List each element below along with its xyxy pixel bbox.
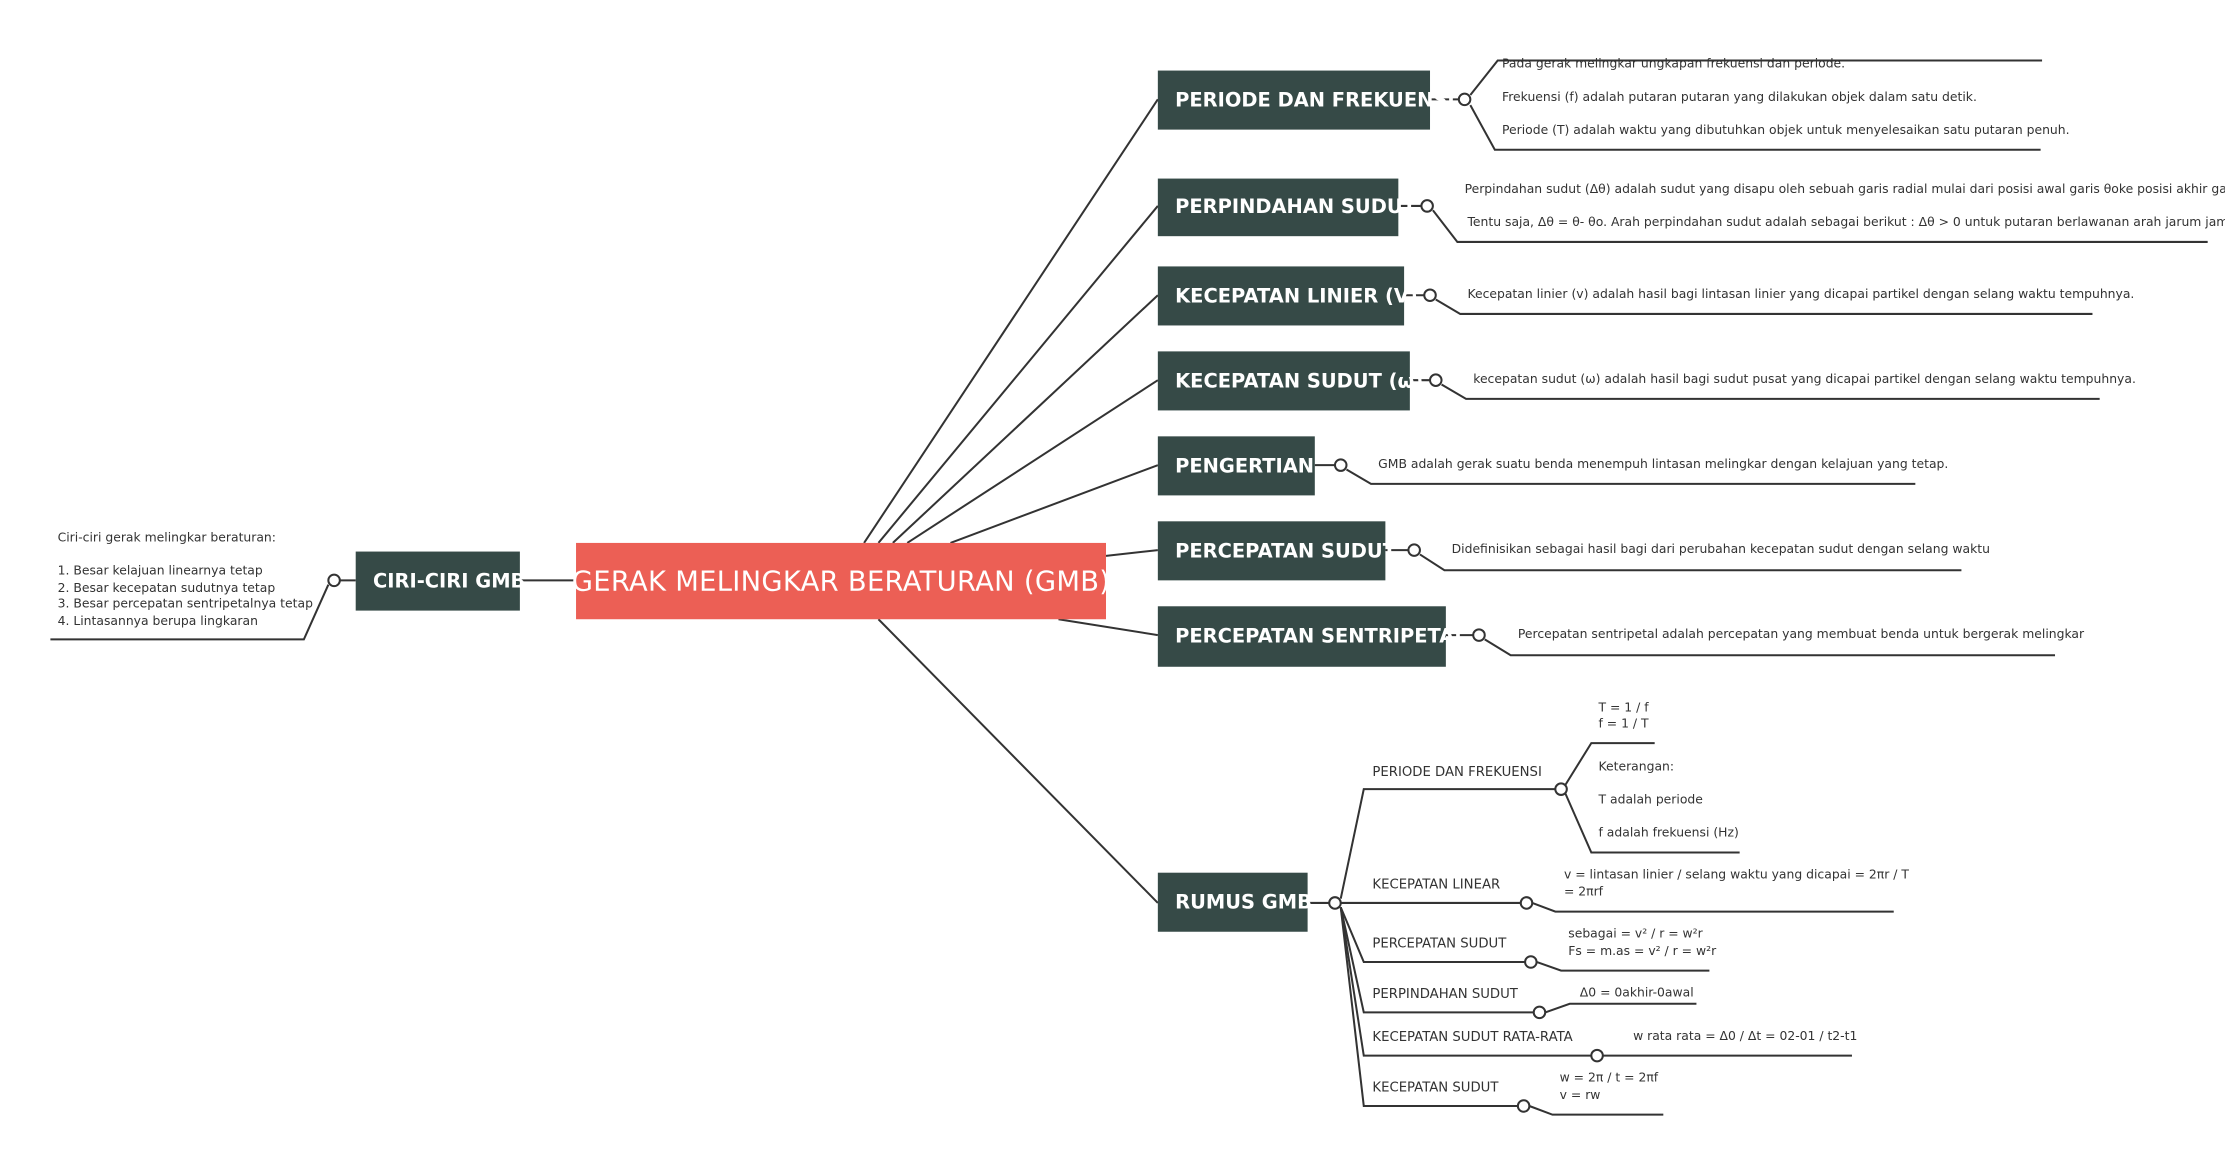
periode-detail-1: Pada gerak melingkar ungkapan frekuensi … [1502, 57, 1846, 73]
node-dot [1407, 543, 1421, 557]
node-dot [1519, 896, 1534, 910]
kecepatan-linier-detail: Kecepatan linier (v) adalah hasil bagi l… [1467, 288, 2135, 303]
node-kecepatan-linier[interactable]: KECEPATAN LINIER (V) [1157, 266, 1418, 326]
percepatan-sudut-detail: Didefinisikan sebagai hasil bagi dari pe… [1451, 542, 1990, 558]
node-dot [1457, 92, 1472, 107]
node-dot [1429, 373, 1443, 387]
node-perpindahan-sudut[interactable]: PERPINDAHAN SUDUT [1157, 178, 1416, 237]
rumus-kecepatan-sudut-text-1: w = 2π / t = 2πf [1559, 1071, 1659, 1086]
kecepatan-sudut-detail: kecepatan sudut (ω) adalah hasil bagi su… [1473, 372, 2136, 388]
sentripetal-detail: Percepatan sentripetal adalah percepatan… [1517, 627, 2085, 643]
rumus-periode-ket-3: f adalah frekuensi (Hz) [1598, 826, 1739, 842]
node-periode-dan-frekuensi[interactable]: PERIODE DAN FREKUENSI [1157, 70, 1455, 130]
periode-detail-3: Periode (T) adalah waktu yang dibutuhkan… [1502, 123, 2070, 139]
pengertian-detail: GMB adalah gerak suatu benda menempuh li… [1378, 457, 1949, 473]
rumus-percepatan-sudut-label[interactable]: PERCEPATAN SUDUT [1372, 936, 1507, 952]
node-kecepatan-sudut[interactable]: KECEPATAN SUDUT (ω) [1157, 351, 1423, 411]
periode-detail-2: Frekuensi (f) adalah putaran putaran yan… [1502, 90, 1977, 106]
ciri-line: 3. Besar percepatan sentripetalnya tetap [57, 597, 313, 613]
node-dot [327, 573, 341, 588]
rumus-percepatan-sudut-text-2: Fs = m.as = v² / r = w²r [1568, 944, 1717, 960]
rumus-periode-formula-2: f = 1 / T [1598, 717, 1649, 732]
node-dot [1590, 1048, 1604, 1063]
rumus-periode-ket-2: T adalah periode [1598, 793, 1703, 808]
node-dot [1328, 896, 1342, 910]
node-ciri-ciri-gmb[interactable]: CIRI-CIRI GMB [355, 551, 525, 611]
node-percepatan-sentripetal[interactable]: PERCEPATAN SENTRIPETAL [1157, 606, 1467, 667]
rumus-linear-text-2: = 2πrf [1563, 885, 1604, 901]
rumus-linear-label[interactable]: KECEPATAN LINEAR [1372, 877, 1501, 893]
rumus-kecepatan-sudut-text-2: v = rw [1559, 1088, 1601, 1104]
rumus-periode-label[interactable]: PERIODE DAN FREKUENSI [1372, 764, 1542, 781]
rumus-kecepatan-sudut-rata-text: w rata rata = Δ0 / Δt = 02-01 / t2-t1 [1633, 1029, 1858, 1045]
perpindahan-detail-1: Perpindahan sudut (Δθ) adalah sudut yang… [1464, 182, 2225, 198]
node-dot [1532, 1005, 1547, 1020]
node-dot [1423, 288, 1437, 302]
node-rumus-gmb[interactable]: RUMUS GMB [1157, 872, 1312, 932]
rumus-perpindahan-sudut-label[interactable]: PERPINDAHAN SUDUT [1372, 986, 1518, 1003]
rumus-kecepatan-sudut-label[interactable]: KECEPATAN SUDUT [1372, 1080, 1499, 1096]
node-percepatan-sudut[interactable]: PERCEPATAN SUDUT [1157, 521, 1396, 581]
node-dot [1472, 628, 1486, 642]
node-dot [1524, 955, 1538, 969]
rumus-kecepatan-sudut-rata-label[interactable]: KECEPATAN SUDUT RATA-RATA [1372, 1029, 1573, 1046]
rumus-periode-formula-1: T = 1 / f [1598, 701, 1649, 716]
central-topic[interactable]: GERAK MELINGKAR BERATURAN (GMB) [572, 542, 1110, 620]
ciri-line: 1. Besar kelajuan linearnya tetap [57, 564, 263, 579]
ciri-ciri-detail: Ciri-ciri gerak melingkar beraturan: 1. … [58, 531, 313, 630]
node-pengertian[interactable]: PENGERTIAN [1157, 436, 1315, 496]
node-dot [1333, 458, 1348, 472]
rumus-linear-text-1: v = lintasan linier / selang waktu yang … [1563, 868, 1909, 883]
node-dot [1420, 199, 1434, 213]
node-dot [1516, 1099, 1531, 1113]
ciri-line [58, 548, 313, 565]
ciri-line: Ciri-ciri gerak melingkar beraturan: [57, 531, 276, 546]
perpindahan-detail-2: Tentu saja, Δθ = θ- θo. Arah perpindahan… [1467, 216, 2225, 231]
rumus-percepatan-sudut-text-1: sebagai = v² / r = w²r [1568, 927, 1703, 942]
node-dot [1554, 782, 1568, 796]
rumus-perpindahan-sudut-text: Δ0 = 0akhir-0awal [1579, 986, 1694, 1001]
ciri-line: 4. Lintasannya berupa lingkaran [57, 614, 258, 629]
rumus-periode-ket-1: Keterangan: [1598, 760, 1675, 775]
ciri-line: 2. Besar kecepatan sudutnya tetap [57, 581, 276, 596]
